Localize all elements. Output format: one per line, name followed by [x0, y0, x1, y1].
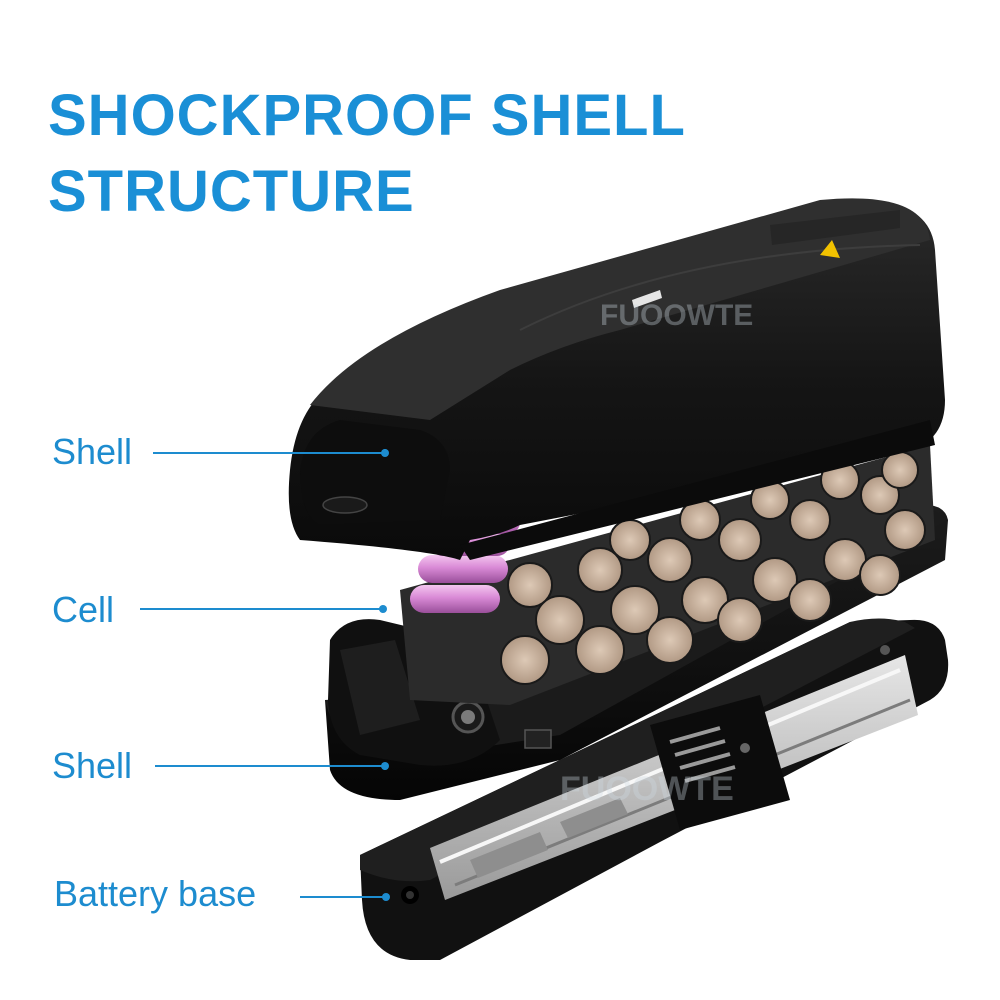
top-shell	[288, 198, 945, 560]
headline: SHOCKPROOF SHELL STRUCTURE	[48, 78, 686, 230]
callout-lines	[140, 449, 390, 901]
label-shell-bottom: Shell	[52, 745, 133, 786]
connector-pins-icon	[669, 726, 736, 783]
leader-dot-battery-base	[382, 893, 390, 901]
warning-icon	[820, 240, 840, 258]
leader-dot-shell-bottom	[381, 762, 389, 770]
headline-line-2: STRUCTURE	[48, 159, 415, 224]
leader-dot-shell-top	[381, 449, 389, 457]
label-cell: Cell	[52, 589, 115, 630]
label-battery-base: Battery base	[54, 873, 257, 914]
headline-line-1: SHOCKPROOF SHELL	[48, 83, 686, 148]
watermark-bottom: FUOOWTE	[560, 770, 734, 808]
brand-logo-icon	[632, 290, 662, 308]
label-shell-top: Shell	[52, 431, 133, 472]
leader-dot-cell	[379, 605, 387, 613]
battery-base	[360, 618, 949, 960]
watermark-top: FUOOWTE	[600, 299, 753, 332]
